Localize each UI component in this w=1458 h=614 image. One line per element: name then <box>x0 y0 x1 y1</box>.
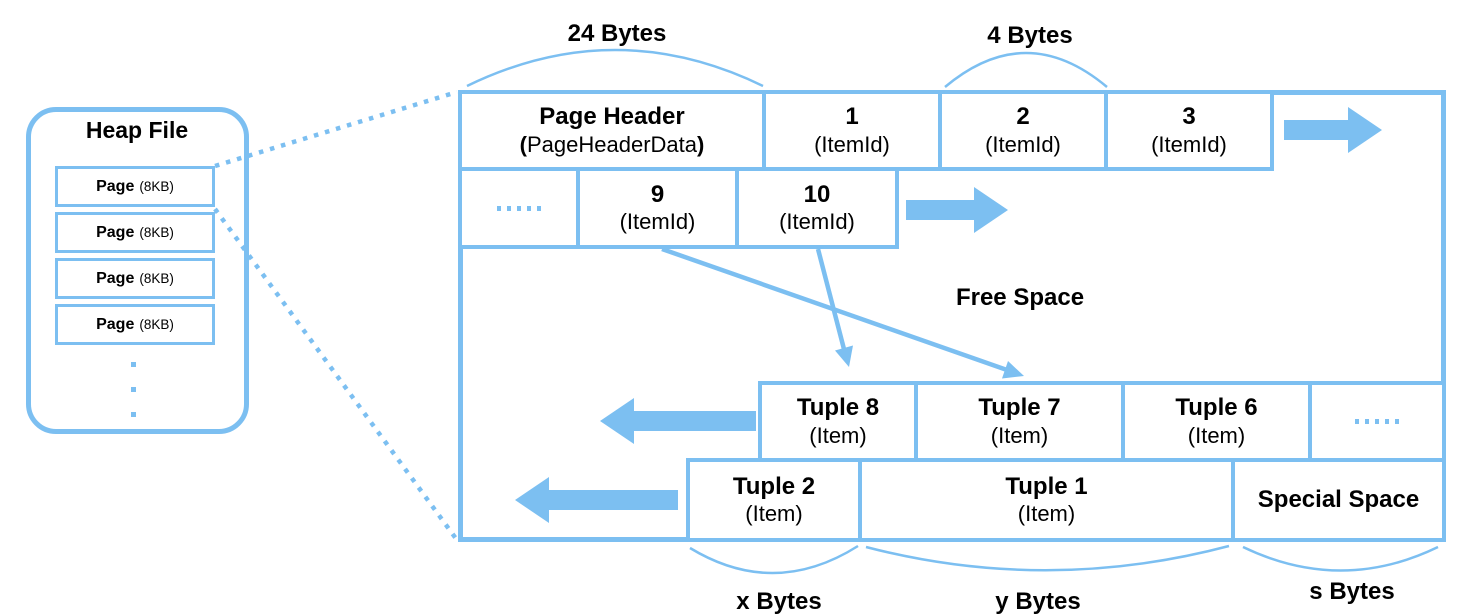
itemid-2-cell: 2 (ItemId) <box>938 90 1108 171</box>
vertical-ellipsis-icon <box>131 362 136 417</box>
heap-page-1: Page (8KB) <box>55 166 215 207</box>
itemid-type: (ItemId) <box>1151 131 1227 157</box>
size-label-x-bytes: x Bytes <box>736 588 822 614</box>
heap-page-4: Page (8KB) <box>55 304 215 345</box>
dotted-connector-bottom <box>213 207 459 542</box>
tuple-type: (Item) <box>809 422 867 448</box>
arc-24-bytes <box>466 48 764 88</box>
tuple-ellipsis-cell <box>1308 381 1446 462</box>
heap-page-size: (8KB) <box>139 179 174 194</box>
tuple-2-cell: Tuple 2 (Item) <box>686 458 862 542</box>
tuple-type: (Item) <box>1017 501 1076 527</box>
tuple-7-cell: Tuple 7 (Item) <box>914 381 1125 462</box>
special-space-title: Special Space <box>1257 485 1420 513</box>
size-label-y-bytes: y Bytes <box>995 588 1081 614</box>
arc-y-bytes <box>865 544 1230 572</box>
itemid-number: 1 <box>845 103 859 131</box>
heap-file-title: Heap File <box>85 117 189 143</box>
heap-page-name: Page <box>96 224 135 241</box>
itemid-number: 3 <box>1182 103 1196 131</box>
tuple-name: Tuple 1 <box>1005 472 1088 500</box>
size-label-4-bytes: 4 Bytes <box>987 22 1073 49</box>
itemid-type: (ItemId) <box>619 209 696 235</box>
heap-page-size: (8KB) <box>139 271 174 286</box>
tuple-name: Tuple 8 <box>796 394 880 422</box>
heap-page-name: Page <box>96 270 135 287</box>
tuple-8-cell: Tuple 8 (Item) <box>758 381 918 462</box>
size-label-s-bytes: s Bytes <box>1309 578 1395 605</box>
itemid-10-cell: 10 (ItemId) <box>735 167 899 249</box>
page-header-subtitle: (PageHeaderData) <box>520 132 705 158</box>
arc-4-bytes <box>944 51 1108 88</box>
itemid-number: 2 <box>1016 103 1030 131</box>
itemid-number: 9 <box>650 180 665 208</box>
itemid-1-cell: 1 (ItemId) <box>762 90 942 171</box>
page-header-title: Page Header <box>539 103 685 131</box>
itemid-type: (ItemId) <box>814 131 890 157</box>
page-header-type: PageHeaderData <box>526 131 697 157</box>
tuple-name: Tuple 6 <box>1175 394 1258 422</box>
heap-page-2: Page (8KB) <box>55 212 215 253</box>
horizontal-ellipsis-icon <box>1355 419 1399 424</box>
tuple-name: Tuple 7 <box>978 394 1061 422</box>
arc-s-bytes <box>1242 545 1439 572</box>
itemid-3-cell: 3 (ItemId) <box>1104 90 1274 171</box>
paren: ( <box>519 131 527 157</box>
heap-page-3: Page (8KB) <box>55 258 215 299</box>
tuple-type: (Item) <box>990 422 1049 448</box>
horizontal-ellipsis-icon <box>497 205 541 211</box>
itemid-ellipsis-cell <box>458 167 580 249</box>
heap-page-size: (8KB) <box>139 317 174 332</box>
itemid-number: 10 <box>803 180 831 208</box>
page-header-cell: Page Header (PageHeaderData) <box>458 90 766 171</box>
tuple-type: (Item) <box>745 501 803 527</box>
heap-page-size: (8KB) <box>139 225 174 240</box>
tuple-type: (Item) <box>1187 422 1246 448</box>
itemid-type: (ItemId) <box>985 131 1061 157</box>
heap-page-name: Page <box>96 178 135 195</box>
dotted-connector-top <box>214 89 458 169</box>
free-space-label: Free Space <box>955 284 1085 311</box>
size-label-24-bytes: 24 Bytes <box>567 20 667 47</box>
itemid-type: (ItemId) <box>779 209 855 235</box>
arc-x-bytes <box>689 544 859 575</box>
tuple-6-cell: Tuple 6 (Item) <box>1121 381 1312 462</box>
itemid-9-cell: 9 (ItemId) <box>576 167 739 249</box>
heap-page-name: Page <box>96 316 135 333</box>
paren: ) <box>697 131 705 157</box>
special-space-cell: Special Space <box>1231 458 1446 542</box>
tuple-1-cell: Tuple 1 (Item) <box>858 458 1235 542</box>
tuple-name: Tuple 2 <box>732 472 816 500</box>
